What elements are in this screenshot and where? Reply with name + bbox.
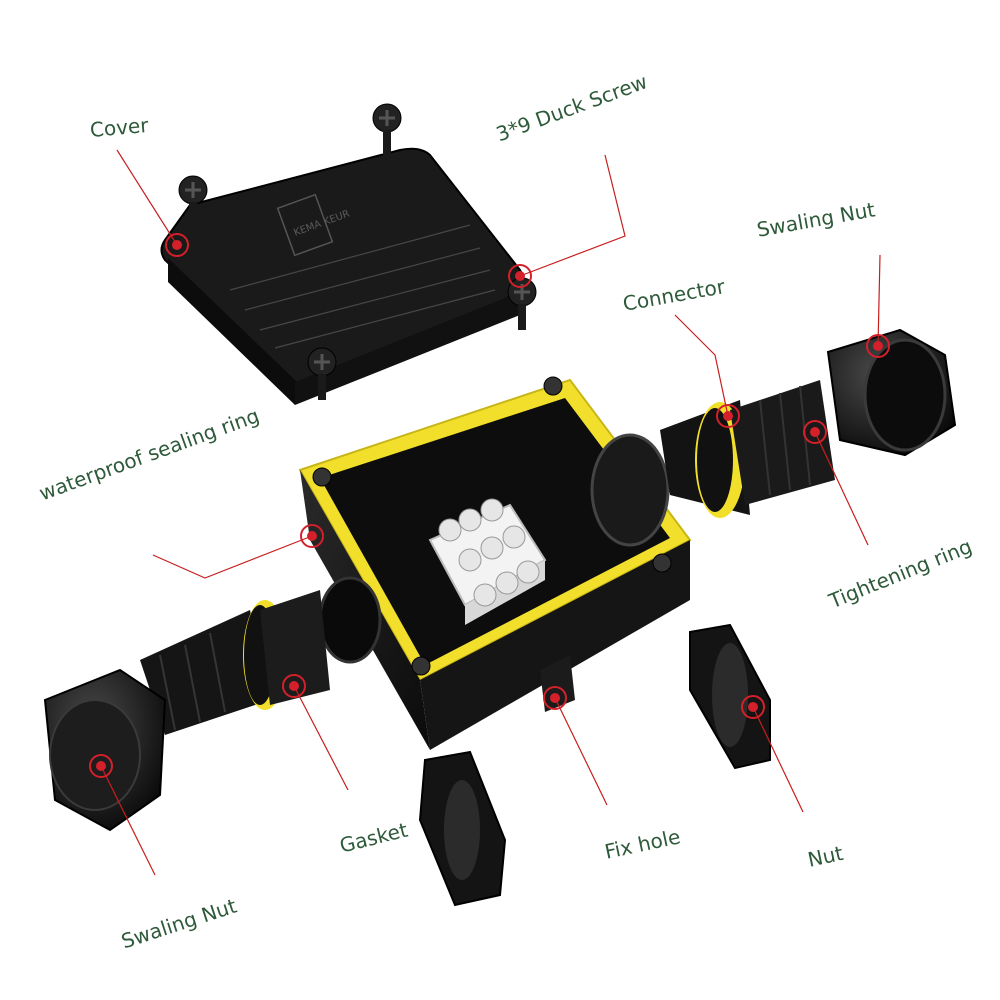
marker-fix-hole [543, 686, 567, 710]
right-connector [660, 380, 835, 518]
leader-lines [100, 149, 881, 876]
marker-nut [741, 695, 765, 719]
marker-swaling-nut-top [866, 334, 890, 358]
marker-swaling-nut-bottom [89, 754, 113, 778]
gasket-nut [418, 750, 507, 907]
cover-screws [178, 103, 537, 400]
left-connector [140, 590, 330, 735]
marker-connector [716, 404, 740, 428]
part-markers [89, 233, 890, 778]
swaling-nut-right [826, 328, 957, 457]
marker-tightening-ring [803, 420, 827, 444]
cover-plate: KEMA KEUR [160, 147, 525, 405]
swaling-nut-left [43, 668, 167, 832]
marker-sealing-ring [300, 524, 324, 548]
marker-gasket [282, 674, 306, 698]
terminal-block [428, 498, 547, 625]
marker-cover [165, 233, 189, 257]
lock-nut [689, 623, 771, 770]
label-cover: Cover [88, 112, 150, 142]
marker-duck-screw [508, 264, 532, 288]
